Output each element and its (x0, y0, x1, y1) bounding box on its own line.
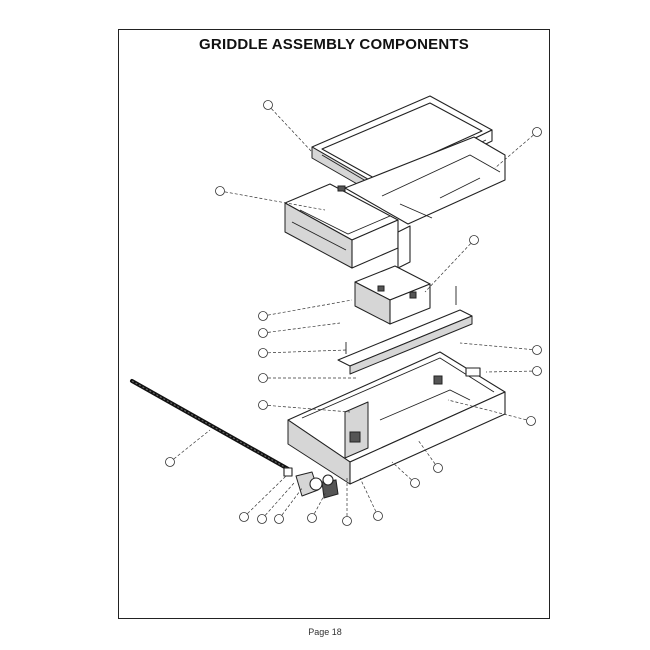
callout-balloon-c3 (215, 186, 225, 196)
leader-line-c6 (262, 322, 341, 334)
callout-balloon-c5 (258, 311, 268, 321)
callout-balloon-c13 (433, 463, 443, 473)
callout-balloon-c8 (532, 345, 542, 355)
leader-line-c8 (459, 342, 538, 351)
leader-line-c12 (447, 399, 532, 422)
leader-line-c13 (417, 439, 439, 469)
callout-balloon-c6 (258, 328, 268, 338)
callouts (165, 100, 542, 526)
page-title: GRIDDLE ASSEMBLY COMPONENTS (199, 36, 469, 53)
leader-line-c7 (262, 349, 347, 354)
leader-line-c14 (391, 461, 416, 484)
burner-pan (284, 183, 411, 269)
thermocouple-rod (130, 379, 292, 472)
leader-line-c17 (261, 482, 295, 520)
callout-balloon-c12 (526, 416, 536, 426)
leader-line-c5 (262, 299, 353, 317)
leader-line-c9 (485, 370, 538, 373)
support-bracket (354, 265, 457, 325)
callout-balloon-c9 (532, 366, 542, 376)
leader-line-c21 (359, 477, 379, 517)
leader-line-c3 (219, 190, 326, 211)
callout-balloon-c10 (258, 373, 268, 383)
callout-balloon-c17 (257, 514, 267, 524)
callout-balloon-c16 (239, 512, 249, 522)
callout-balloon-c19 (307, 513, 317, 523)
leader-line-c1 (267, 104, 313, 153)
valve-fittings (283, 467, 339, 499)
callout-balloon-c15 (165, 457, 175, 467)
angle-rail (337, 309, 473, 375)
callout-balloon-c11 (258, 400, 268, 410)
leader-line-c18 (278, 486, 304, 520)
leader-line-c11 (262, 404, 351, 413)
page-footer: Page 18 (308, 627, 342, 637)
callout-balloon-c4 (469, 235, 479, 245)
callout-balloon-c7 (258, 348, 268, 358)
leader-line-c2 (494, 131, 538, 169)
base-housing (287, 351, 506, 485)
page-border (118, 29, 550, 619)
leader-line-c4 (424, 239, 475, 293)
callout-balloon-c1 (263, 100, 273, 110)
leader-line-c16 (243, 475, 287, 518)
leader-line-c15 (169, 429, 211, 463)
callout-balloon-c14 (410, 478, 420, 488)
callout-balloon-c20 (342, 516, 352, 526)
callout-balloon-c18 (274, 514, 284, 524)
callout-balloon-c2 (532, 127, 542, 137)
callout-balloon-c21 (373, 511, 383, 521)
drip-tray-frame (344, 136, 506, 225)
